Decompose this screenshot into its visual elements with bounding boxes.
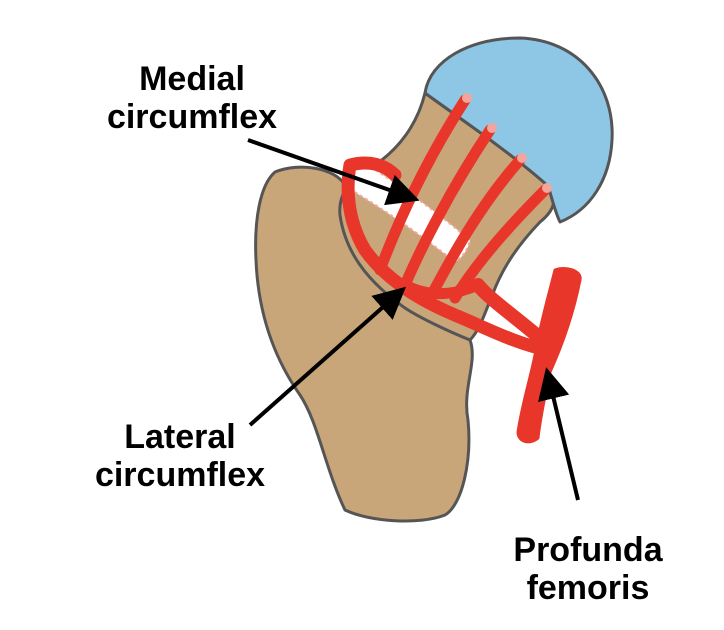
pointer-arrows	[247, 138, 580, 501]
vessel-tip	[517, 153, 527, 163]
medial-circumflex-label-line-2: circumflex	[106, 98, 278, 136]
profunda-femoris-label: Profunda femoris	[488, 531, 688, 607]
lateral-circumflex-arrow	[248, 286, 406, 427]
vessel-tip	[542, 183, 552, 193]
vessel-tip	[462, 93, 472, 103]
profunda-femoris-label-line-2: femoris	[526, 569, 650, 607]
medial-circumflex-artery	[471, 278, 555, 352]
vessel-tip	[487, 123, 497, 133]
medial-circumflex-arrow	[247, 138, 420, 206]
lateral-circumflex-label-line-1: Lateral	[124, 418, 236, 456]
medial-circumflex-label: Medial circumflex	[92, 60, 292, 136]
lateral-circumflex-artery	[341, 156, 555, 357]
retinacular-trunk	[399, 279, 484, 300]
vessel-tips	[462, 93, 552, 193]
retinacular-branch-4	[449, 184, 551, 304]
lateral-circumflex-label: Lateral circumflex	[80, 418, 280, 494]
lateral-circumflex-label-line-2: circumflex	[94, 456, 266, 494]
retinacular-branch-3	[424, 154, 526, 304]
retinacular-branch-2	[399, 124, 496, 291]
medial-circumflex-label-line-1: Medial	[139, 60, 245, 98]
profunda-femoris-arrow	[538, 367, 580, 501]
profunda-femoris-label-line-1: Profunda	[513, 531, 663, 569]
